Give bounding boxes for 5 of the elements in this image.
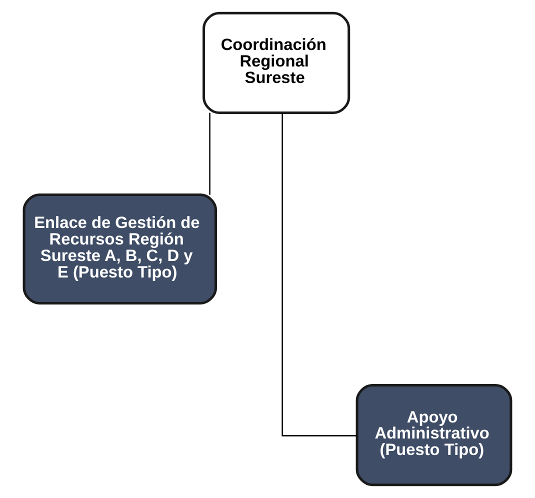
node-box: Apoyo Administrativo (Puesto Tipo) [356,384,512,486]
connector [209,112,210,195]
connector [282,112,357,436]
node-box: Coordinación Regional Sureste [202,12,350,114]
node-box: Enlace de Gestión de Recursos Región Sureste A, B, C, D y E (Puesto Tipo) [22,194,218,304]
